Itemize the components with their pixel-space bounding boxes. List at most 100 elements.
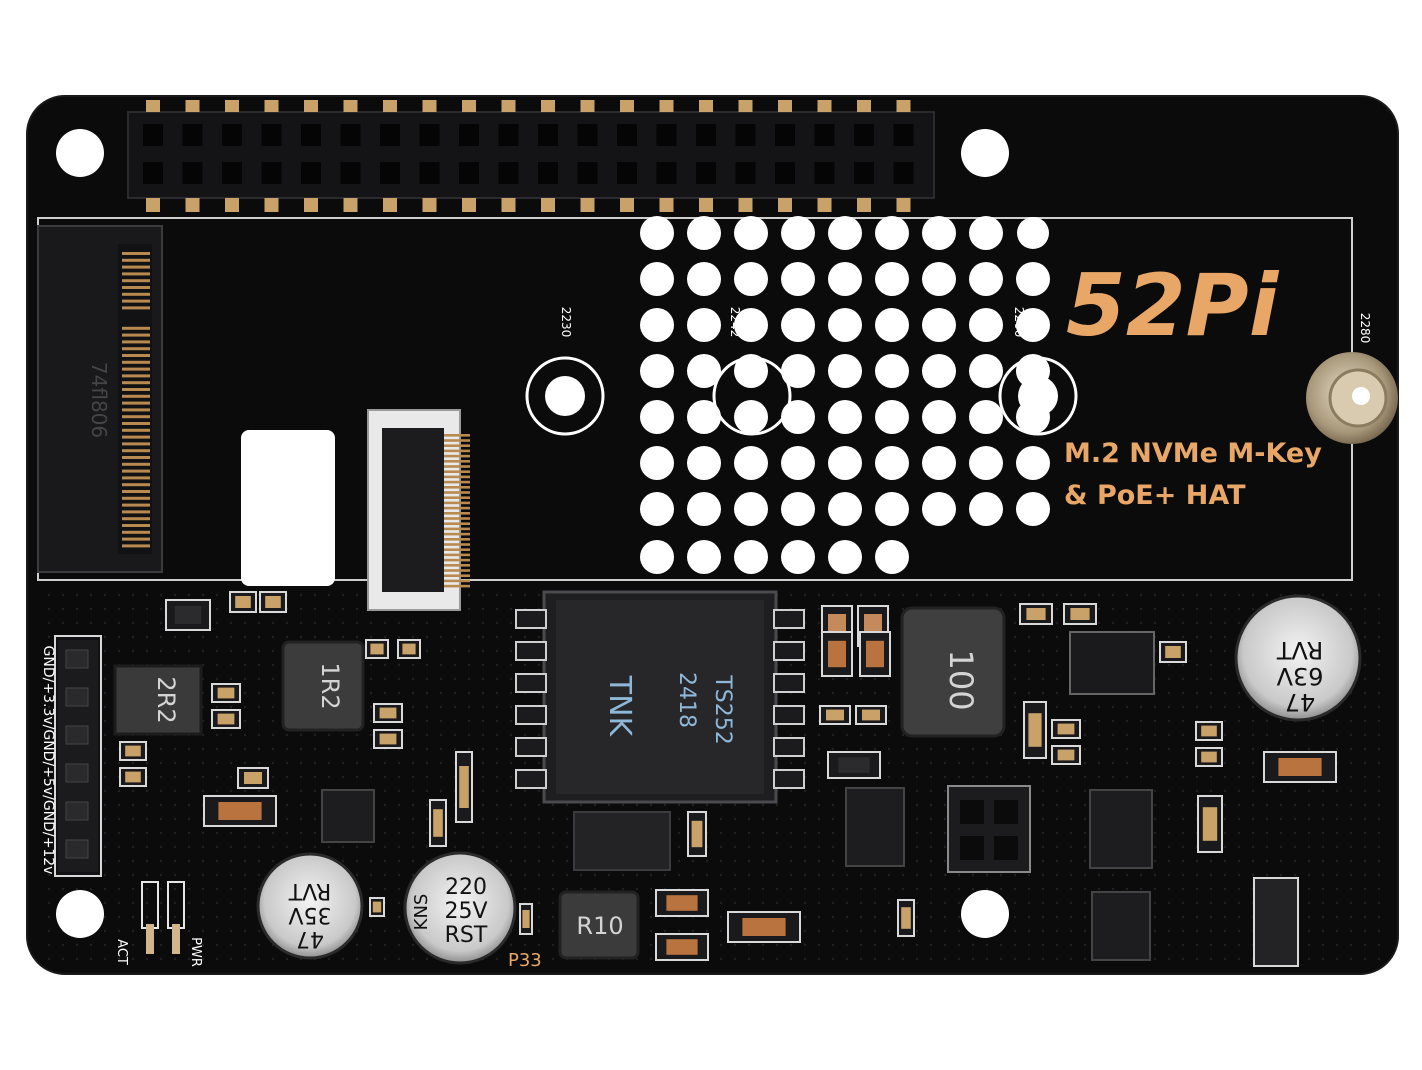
thermal-dot — [1017, 217, 1049, 249]
thermal-dot — [1016, 354, 1050, 388]
thermal-dot — [781, 446, 815, 480]
gpio-socket — [617, 162, 637, 184]
thermal-dot — [922, 400, 956, 434]
gpio-pin-lead — [541, 100, 555, 112]
m2-pin — [122, 265, 150, 269]
smd-component-body — [217, 713, 235, 725]
gpio-pin-lead — [817, 198, 832, 212]
gpio-socket — [656, 124, 677, 146]
m2-pin — [122, 258, 150, 262]
gpio-pin-lead — [501, 100, 516, 112]
fpc-pin — [444, 449, 470, 453]
smd-component-body — [217, 687, 235, 699]
gpio-socket — [182, 124, 203, 146]
cap-mid-value: 220 — [445, 875, 487, 900]
thermal-dot — [640, 400, 674, 434]
thermal-dot — [875, 354, 909, 388]
gpio-socket — [340, 162, 361, 184]
thermal-dot — [875, 216, 909, 250]
thermal-dot — [640, 354, 674, 388]
transformer-pin — [773, 769, 805, 789]
m2-pin — [122, 456, 150, 459]
cap-mid-brand: KNS — [411, 894, 432, 931]
product-title-line1: M.2 NVMe M-Key — [1064, 438, 1322, 469]
fpc-pin — [444, 532, 470, 536]
thermal-dot — [640, 216, 674, 250]
gpio-pin-lead — [699, 100, 713, 112]
smd-component-body — [666, 895, 698, 911]
inductor-1r2: 1R2 — [281, 640, 365, 732]
jumper-header — [947, 785, 1031, 873]
m2-pin — [122, 442, 150, 446]
m2-pin — [122, 326, 150, 330]
gpio-pin-lead — [501, 198, 516, 212]
fpc-pin — [444, 491, 470, 494]
m2-pin — [122, 306, 150, 310]
m2-pin — [122, 286, 150, 289]
thermal-dot — [875, 400, 909, 434]
m2-pin — [122, 408, 150, 412]
soic-chips — [321, 787, 1153, 961]
transformer-pin — [773, 737, 805, 757]
thermal-dot — [781, 540, 815, 574]
fpc-pin — [444, 480, 470, 484]
gpio-socket — [143, 124, 163, 146]
gpio-pin-lead — [422, 198, 437, 212]
gpio-pin-lead — [185, 100, 200, 112]
controller-ic — [1069, 631, 1155, 695]
smd-component-body — [901, 907, 911, 929]
gpio-socket — [696, 162, 716, 184]
smd-component-body — [1070, 608, 1090, 620]
gpio-pin-lead — [659, 100, 674, 112]
inductor-1r2-label: 1R2 — [316, 662, 344, 709]
thermal-dot — [969, 400, 1003, 434]
smd-component-body — [370, 643, 384, 655]
thermal-dot — [922, 492, 956, 526]
gpio-pin-lead — [343, 100, 358, 112]
gpio-socket — [893, 124, 914, 146]
fpc-pin — [444, 527, 470, 531]
smd-component-body — [1201, 725, 1217, 737]
m2-pin — [122, 503, 150, 507]
m2-pin — [122, 333, 150, 337]
thermal-dot — [687, 446, 721, 480]
thermal-dot-grid — [640, 216, 1050, 574]
fpc-connector-icon — [367, 409, 470, 611]
gpio-socket — [775, 162, 795, 184]
gpio-pin-lead — [580, 100, 595, 112]
thermal-dot — [781, 492, 815, 526]
smd-component-body — [459, 766, 469, 808]
thermal-dot — [781, 308, 815, 342]
fpc-pin — [444, 470, 470, 473]
smd-component-body — [666, 939, 698, 955]
smd-component-body — [235, 596, 251, 608]
fpc-pin — [444, 496, 470, 499]
gpio-pin-lead — [580, 198, 595, 212]
gpio-pin-lead — [699, 198, 713, 212]
thermal-dot — [828, 308, 862, 342]
board-cutout — [241, 430, 335, 586]
fpc-pin — [444, 460, 470, 463]
gpio-pin-lead — [422, 100, 437, 112]
m2-pin — [122, 340, 150, 344]
m2-pin — [122, 354, 150, 357]
fpc-pin — [444, 558, 470, 562]
m2-pin — [122, 360, 150, 364]
thermal-dot — [922, 216, 956, 250]
side-header-pin — [65, 649, 89, 669]
gpio-socket — [301, 124, 321, 146]
thermal-dot — [1016, 492, 1050, 526]
thermal-dot — [687, 216, 721, 250]
cap-right-brand: RVT — [1276, 636, 1323, 664]
capacitor-47-35v: RVT 35V 47 — [256, 852, 364, 960]
m2-marking-text: 74fl806 — [87, 362, 111, 438]
fpc-pin — [444, 543, 470, 546]
thermal-dot — [922, 446, 956, 480]
transformer-pin — [515, 737, 547, 757]
gpio-pin-lead — [896, 100, 911, 112]
fpc-pin — [444, 475, 470, 479]
gpio-socket — [419, 124, 440, 146]
gpio-pin-lead — [541, 198, 555, 212]
transformer-pins — [515, 609, 805, 789]
